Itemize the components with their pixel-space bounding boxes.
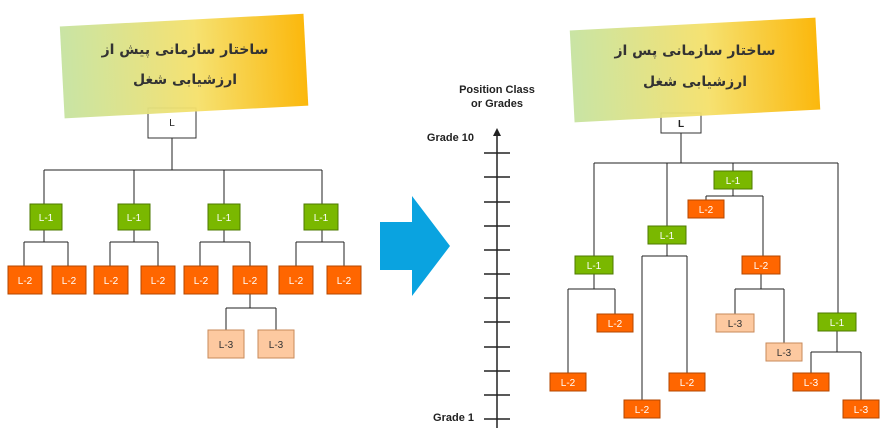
left-l2-node [7,265,43,295]
axis-ticks [484,152,510,420]
right-l2-node [668,372,706,392]
left-title-note [59,13,309,119]
left-l2-label: L-2 [243,276,258,287]
left-l2-node [51,265,87,295]
right-l1-node [647,225,687,245]
left-title-line2: ارزشیابی شغل [133,72,237,88]
left-l1-node [29,203,63,231]
left-l1-nodes: L-1 L-1 L-1 L-1 [29,203,339,231]
right-l2-node [623,399,661,419]
right-l2-node [741,255,781,275]
axis-bottom-grade: Grade 1 [433,412,474,424]
left-l2-label: L-2 [151,276,166,287]
left-l1-node [207,203,241,231]
left-l1-label: L-1 [314,213,329,224]
left-l1-label: L-1 [127,213,142,224]
axis-top-grade: Grade 10 [427,132,474,144]
left-l2-node [326,265,362,295]
right-title-line2: ارزشیابی شغل [643,74,747,90]
left-l2-label: L-2 [104,276,119,287]
transition-arrow [380,196,450,296]
left-l1-node [117,203,151,231]
left-connectors [23,138,345,330]
right-l1-nodes: L-1 L-1 L-1 L-1 [574,170,857,332]
right-l2-label: L-2 [754,261,769,272]
right-org-chart: ساختار سازمانی پس از ارزشیابی شغل L L-1 … [549,17,880,419]
left-top-node-label: L [169,118,175,129]
left-l1-label: L-1 [217,213,232,224]
right-l1-label: L-1 [830,318,845,329]
right-l2-label: L-2 [635,405,650,416]
right-l2-label: L-2 [699,205,714,216]
left-l2-label: L-2 [337,276,352,287]
right-l2-label: L-2 [561,378,576,389]
right-l1-label: L-1 [726,176,741,187]
left-l2-node [93,265,129,295]
left-l2-nodes: L-2 L-2 L-2 L-2 L-2 L-2 L-2 L-2 [7,265,362,295]
left-l3-nodes: L-3 L-3 [207,329,295,359]
left-l3-label: L-3 [269,340,284,351]
left-l2-label: L-2 [18,276,33,287]
right-l3-node [765,342,803,362]
right-l3-label: L-3 [728,319,743,330]
right-l3-nodes: L-3 L-3 L-3 L-3 [715,313,880,419]
grade-axis: Position Class or Grades Grade 10 Grade … [427,84,535,428]
right-l2-label: L-2 [680,378,695,389]
right-l2-node [687,199,725,219]
left-l3-node [257,329,295,359]
left-l1-node [303,203,339,231]
right-top-node-label: L [678,119,684,130]
right-l2-node [596,313,634,333]
axis-arrowhead [493,128,501,136]
right-l2-nodes: L-2 L-2 L-2 L-2 L-2 L-2 [549,199,781,419]
right-l3-node [792,372,830,392]
left-org-chart: ساختار سازمانی پیش از ارزشیابی شغل L L-1… [7,13,362,359]
right-l3-node [715,313,755,333]
right-l3-label: L-3 [804,378,819,389]
axis-header-line1: Position Class [459,84,535,96]
left-l2-node [232,265,268,295]
right-l1-label: L-1 [587,261,602,272]
right-l2-node [549,372,587,392]
right-l1-node [574,255,614,275]
right-l1-node [713,170,753,190]
right-l1-node [817,312,857,332]
right-l2-label: L-2 [608,319,623,330]
axis-header-line2: or Grades [471,98,523,110]
right-title-line1: ساختار سازمانی پس از [613,43,775,59]
right-l1-label: L-1 [660,231,675,242]
right-l3-label: L-3 [777,348,792,359]
left-l2-node [183,265,219,295]
left-l2-node [140,265,176,295]
left-l2-label: L-2 [62,276,77,287]
left-title-line1: ساختار سازمانی پیش از [101,42,269,58]
left-l2-node [278,265,314,295]
left-l3-label: L-3 [219,340,234,351]
right-connectors [567,133,862,400]
right-l3-node [842,399,880,419]
right-l3-label: L-3 [854,405,869,416]
left-l2-label: L-2 [194,276,209,287]
left-l3-node [207,329,245,359]
left-l1-label: L-1 [39,213,54,224]
left-l2-label: L-2 [289,276,304,287]
right-title-note [569,17,821,123]
